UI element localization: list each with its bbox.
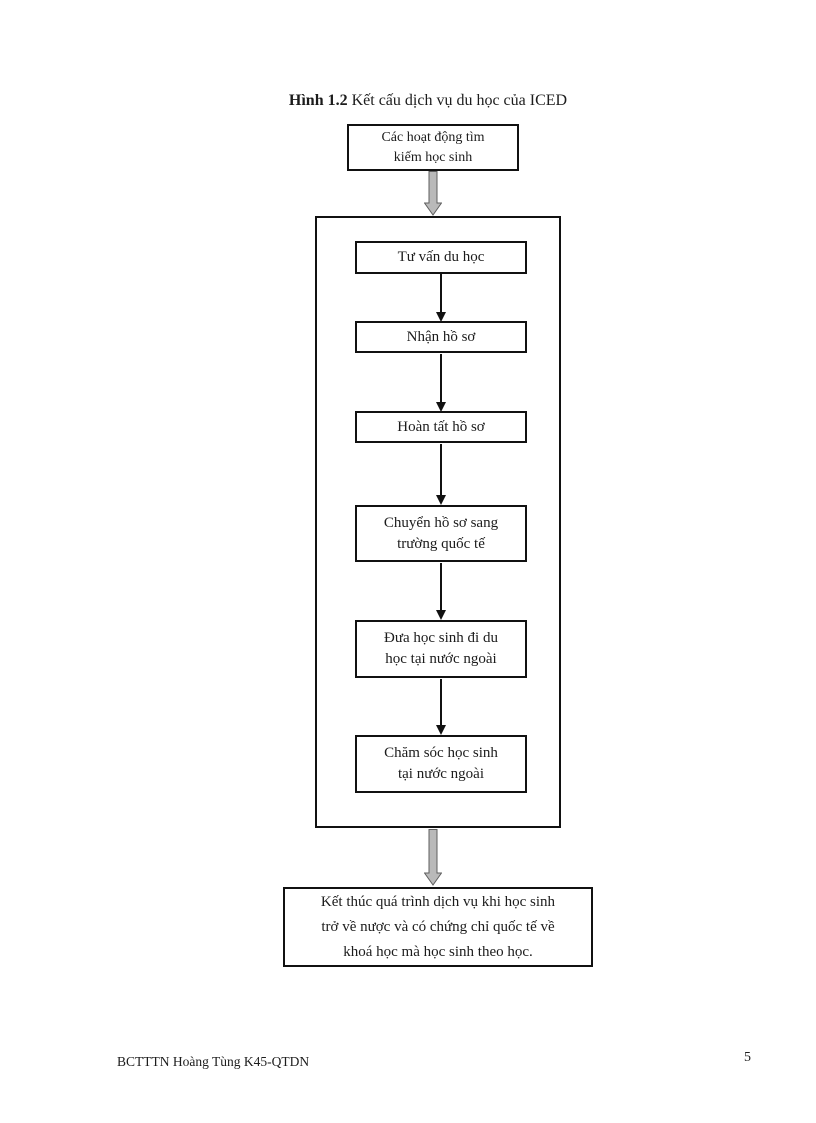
flowchart-step-tu-van: Tư vấn du học (355, 241, 527, 274)
arrow-down-icon (435, 354, 447, 412)
arrow-down-icon (435, 563, 447, 620)
arrow-down-icon (435, 679, 447, 735)
block-arrow-down-icon (424, 829, 442, 886)
entry-box-line: Các hoạt động tìm (381, 129, 485, 145)
flowchart-end-box: Kết thúc quá trình dịch vụ khi học sinh … (283, 887, 593, 967)
figure-caption-number: Hình 1.2 (288, 92, 348, 109)
step-label: Chăm sóc học sinh (384, 745, 498, 761)
end-box-line: khoá học mà học sinh theo học. (343, 943, 533, 960)
figure-caption-text: Kết cấu dịch vụ du học của ICED (351, 92, 568, 109)
entry-box-line: kiếm học sinh (393, 149, 473, 165)
step-label: Đưa học sinh đi du (384, 630, 498, 646)
block-arrow-down-icon (424, 171, 442, 216)
flowchart-entry-box: Các hoạt động tìm kiếm học sinh (347, 124, 519, 171)
figure-caption: Hình 1.2 Kết cấu dịch vụ du học của ICED (40, 92, 816, 110)
page-number: 5 (744, 1050, 751, 1065)
flowchart-step-chuyen-ho-so: Chuyển hồ sơ sang trường quốc tế (355, 505, 527, 562)
flowchart-step-cham-soc: Chăm sóc học sinh tại nước ngoài (355, 735, 527, 793)
step-label: trường quốc tế (397, 535, 485, 552)
step-label: Nhận hồ sơ (406, 328, 476, 345)
step-label: Chuyển hồ sơ sang (383, 514, 499, 531)
step-label: tại nước ngoài (397, 766, 485, 782)
arrow-down-icon (435, 274, 447, 322)
end-box-line: Kết thúc quá trình dịch vụ khi học sinh (320, 893, 556, 910)
flowchart-step-nhan-ho-so: Nhận hồ sơ (355, 321, 527, 353)
flowchart-step-hoan-tat-ho-so: Hoàn tất hồ sơ (355, 411, 527, 443)
step-label: Tư vấn du học (397, 249, 485, 265)
arrow-down-icon (435, 444, 447, 505)
step-label: Hoàn tất hồ sơ (397, 418, 485, 435)
step-label: học tại nước ngoài (385, 651, 497, 667)
flowchart-step-dua-hoc-sinh: Đưa học sinh đi du học tại nước ngoài (355, 620, 527, 678)
footer-author: BCTTTN Hoàng Tùng K45-QTDN (117, 1054, 310, 1069)
end-box-line: trở về nược và có chứng chỉ quốc tế về (321, 918, 555, 935)
